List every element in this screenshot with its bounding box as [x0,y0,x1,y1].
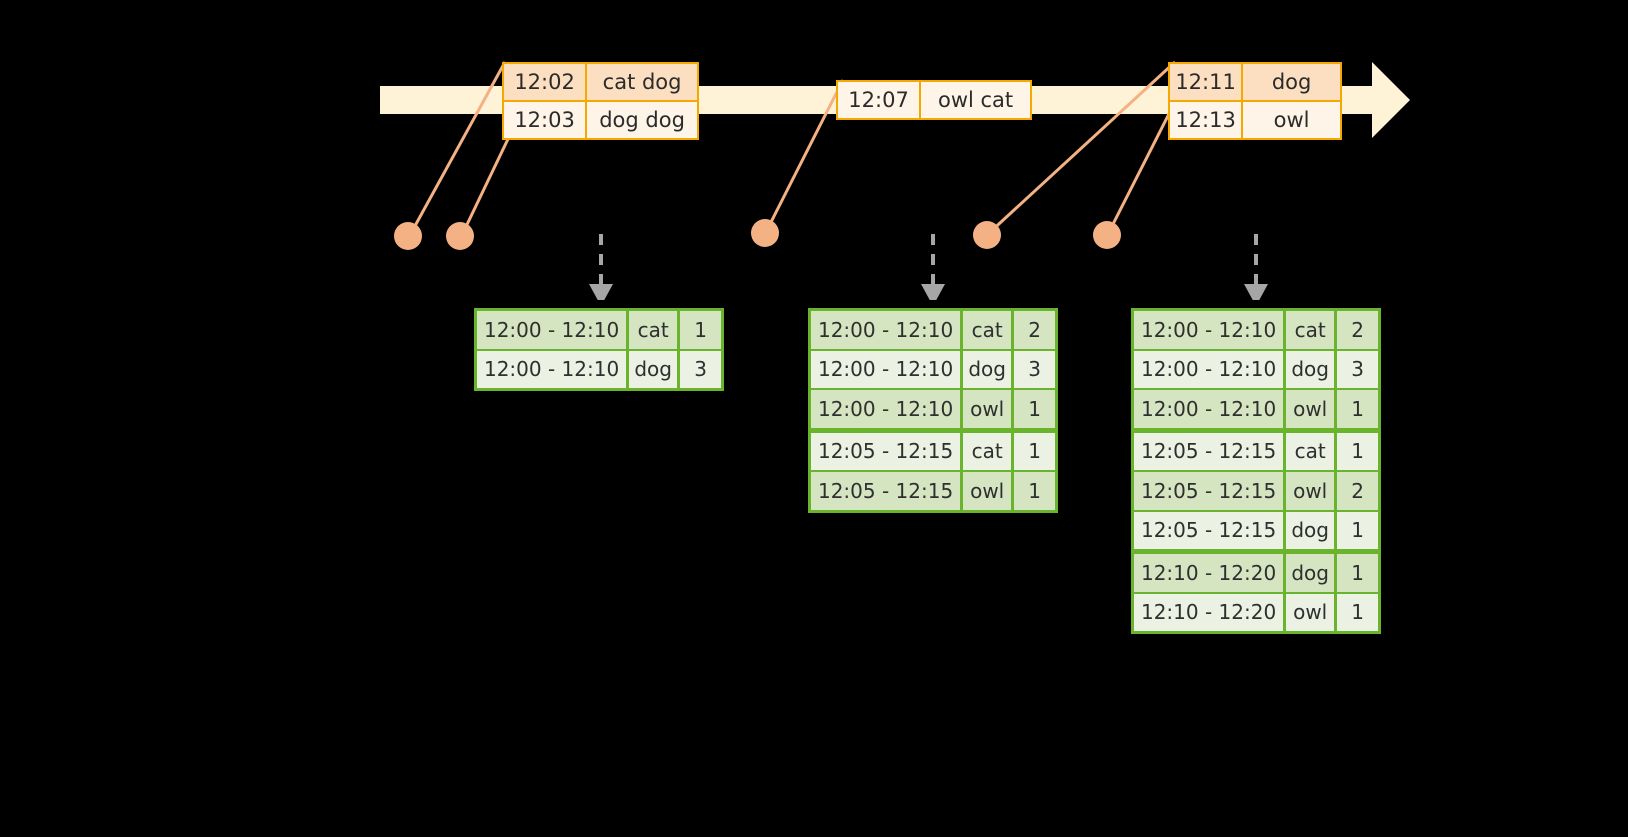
cell-window: 12:10 - 12:20 [1134,554,1284,592]
event-words: cat dog [585,64,697,100]
cell-word: owl [963,390,1012,428]
cell-window: 12:05 - 12:15 [1134,432,1284,470]
cell-word: dog [1286,511,1335,549]
cell-count: 2 [1337,311,1378,349]
event-group-1[interactable]: 12:02 cat dog 12:03 dog dog [502,62,699,140]
event-row: 12:11 dog [1170,64,1340,100]
event-words: dog dog [585,102,697,138]
cell-window: 12:00 - 12:10 [811,311,961,349]
cell-count: 3 [1014,350,1055,388]
event-time: 12:03 [504,102,586,138]
connector-line-2 [460,138,510,236]
cell-count: 2 [1337,472,1378,510]
event-dot-5 [1093,221,1121,249]
cell-count: 1 [1337,390,1378,428]
cell-count: 1 [1337,511,1378,549]
flow-arrow-3 [1244,234,1268,300]
cell-window: 12:00 - 12:10 [811,350,961,388]
cell-count: 3 [680,350,721,388]
cell-word: owl [1286,390,1335,428]
event-time: 12:13 [1170,102,1242,138]
cell-window: 12:05 - 12:15 [1134,472,1284,510]
event-row: 12:07 owl cat [838,82,1030,118]
cell-word: cat [963,432,1012,470]
cell-word: owl [1286,472,1335,510]
cell-count: 1 [1014,472,1055,510]
cell-count: 1 [1337,554,1378,592]
cell-window: 12:05 - 12:15 [811,472,961,510]
cell-count: 1 [680,311,721,349]
event-group-3[interactable]: 12:11 dog 12:13 owl [1168,62,1342,140]
event-row: 12:02 cat dog [504,64,697,100]
event-row: 12:03 dog dog [504,100,697,138]
event-words: dog [1241,64,1340,100]
event-dot-3 [751,219,779,247]
cell-word: dog [963,350,1012,388]
cell-count: 1 [1014,432,1055,470]
event-dot-1 [394,222,422,250]
cell-window: 12:00 - 12:10 [1134,311,1284,349]
cell-word: dog [1286,554,1335,592]
flow-arrow-2 [921,234,945,300]
flow-arrow-1 [589,234,613,300]
cell-window: 12:00 - 12:10 [477,350,627,388]
event-dot-4 [973,221,1001,249]
connector-line-3 [764,79,845,233]
cell-word: owl [1286,593,1335,631]
cell-count: 2 [1014,311,1055,349]
cell-word: cat [629,311,678,349]
cell-word: owl [963,472,1012,510]
cell-word: dog [1286,350,1335,388]
event-time: 12:02 [504,64,586,100]
cell-window: 12:00 - 12:10 [477,311,627,349]
connector-line-5 [1106,99,1178,235]
cell-count: 1 [1337,593,1378,631]
event-words: owl [1241,102,1340,138]
cell-count: 1 [1014,390,1055,428]
cell-count: 3 [1337,350,1378,388]
cell-window: 12:05 - 12:15 [811,432,961,470]
cell-window: 12:00 - 12:10 [811,390,961,428]
connector-line-4 [986,60,1177,236]
cell-word: cat [1286,311,1335,349]
event-words: owl cat [919,82,1030,118]
cell-word: dog [629,350,678,388]
cell-window: 12:00 - 12:10 [1134,350,1284,388]
cell-window: 12:10 - 12:20 [1134,593,1284,631]
event-dot-2 [446,222,474,250]
event-time: 12:07 [838,82,920,118]
cell-window: 12:05 - 12:15 [1134,511,1284,549]
event-time: 12:11 [1170,64,1242,100]
cell-word: cat [1286,432,1335,470]
event-group-2[interactable]: 12:07 owl cat [836,80,1032,120]
cell-count: 1 [1337,432,1378,470]
timeline-and-connectors [380,60,1410,300]
cell-window: 12:00 - 12:10 [1134,390,1284,428]
event-row: 12:13 owl [1170,100,1340,138]
cell-word: cat [963,311,1012,349]
connector-line-1 [408,61,507,236]
